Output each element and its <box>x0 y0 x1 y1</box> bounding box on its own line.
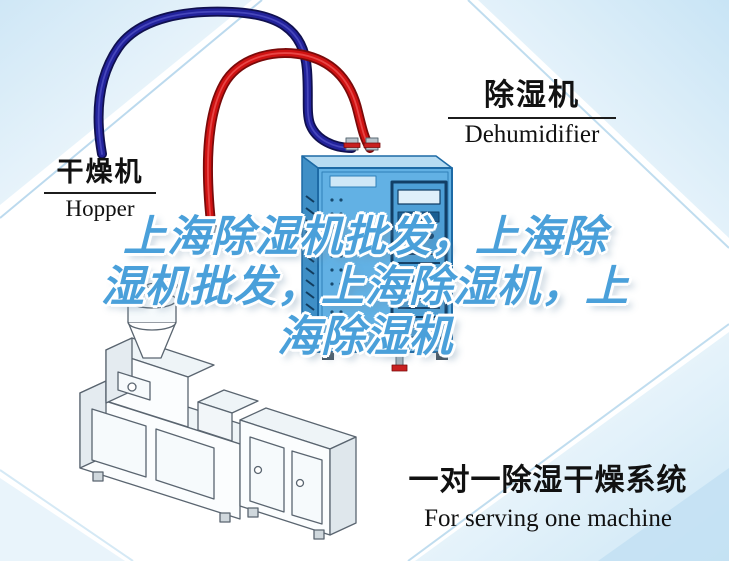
dehumidifier-label-en: Dehumidifier <box>464 121 600 148</box>
headline-line-3: 海除湿机 <box>277 313 453 361</box>
headline-line-2: 湿机批发，上海除湿机，上 <box>101 263 629 311</box>
corner-wash-bottom-left <box>0 478 125 561</box>
diagonal-line-bottom-right <box>407 323 729 561</box>
headline-line-1: 上海除湿机批发，上海除 <box>123 213 607 261</box>
dehumidifier-top-face <box>301 155 453 169</box>
corner-accent-bottom-right <box>598 468 729 561</box>
pipe-red-end-fitting <box>204 225 221 237</box>
dehumidifier-label-divider <box>448 117 616 119</box>
diagonal-line-top-left <box>0 0 263 219</box>
hopper-label-cn: 干燥机 <box>56 157 144 187</box>
control-panel-display <box>397 189 441 205</box>
corner-wash-top-left <box>0 0 252 205</box>
caption-title-cn: 一对一除湿干燥系统 <box>408 464 688 497</box>
dehumidifier-unit <box>301 137 453 372</box>
dehumidifier-label-cn: 除湿机 <box>484 79 580 112</box>
hopper-inlet-pipe <box>159 283 187 295</box>
hopper-label-divider <box>44 192 156 194</box>
dehumidifier-label: 除湿机 Dehumidifier <box>448 70 616 149</box>
dehumidifier-control-panel <box>390 180 448 340</box>
pipe-red <box>202 48 375 237</box>
caption-subtitle-en: For serving one machine <box>424 505 672 532</box>
headline: 上海除湿机批发，上海除 湿机批发，上海除湿机，上 海除湿机 <box>38 212 692 362</box>
machine-drawing <box>79 282 357 540</box>
diagonal-line-bottom-left <box>0 469 134 561</box>
drain-elbow <box>391 364 408 372</box>
caption: 一对一除湿干燥系统 For serving one machine <box>398 455 698 533</box>
diagonal-line-top-right <box>467 0 729 249</box>
corner-wash-bottom-right <box>415 332 729 561</box>
corner-wash-top-right <box>478 0 729 238</box>
hopper-label-en: Hopper <box>65 196 135 221</box>
control-panel-buttons <box>400 233 434 239</box>
pipe-navy <box>93 6 357 159</box>
control-panel-grille <box>398 253 440 327</box>
hopper-label: 干燥机 Hopper <box>44 150 156 222</box>
